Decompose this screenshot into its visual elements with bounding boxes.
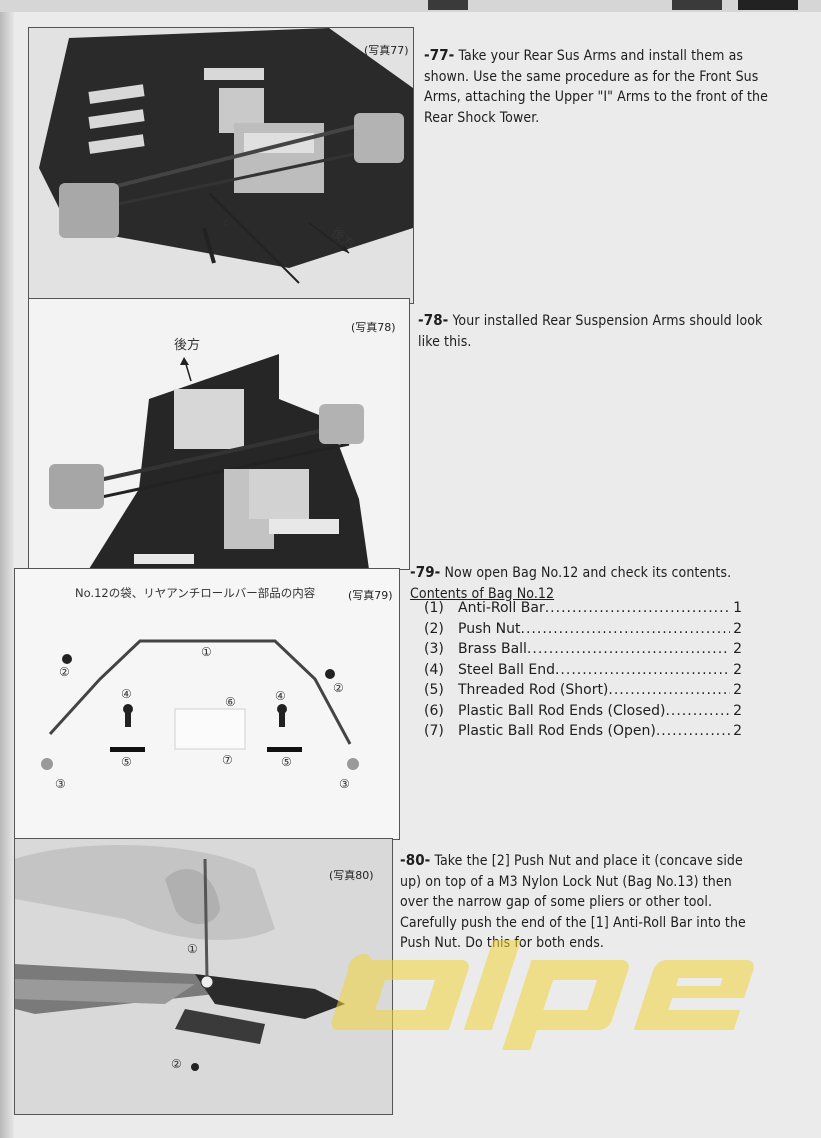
part-label: ⑦ bbox=[222, 753, 233, 767]
photo-80: (写真80) ① ② bbox=[14, 838, 393, 1115]
part-label: ① bbox=[201, 645, 212, 659]
direction-label: 後方 bbox=[174, 338, 201, 353]
part-label: ④ bbox=[275, 689, 286, 703]
chassis-illustration-77 bbox=[39, 28, 413, 284]
step-number: -79- bbox=[410, 563, 441, 581]
parts-illustration-79 bbox=[41, 639, 359, 770]
part-label: ② bbox=[171, 1057, 182, 1071]
part-label: ② bbox=[333, 681, 344, 695]
top-tab bbox=[672, 0, 722, 10]
photo-78: (写真78) 後方 bbox=[28, 298, 410, 570]
step-text: Take the [2] Push Nut and place it (conc… bbox=[400, 853, 746, 951]
mark-label: c bbox=[223, 218, 229, 229]
photo-tag: (写真79) bbox=[348, 589, 393, 602]
step-number: -80- bbox=[400, 851, 431, 869]
contents-list: (1)Anti-Roll Bar........................… bbox=[424, 598, 742, 742]
photo-79: No.12の袋、リヤアンチロールバー部品の内容 (写真79) ① ② ② ④ ④… bbox=[14, 568, 400, 840]
photo-caption: No.12の袋、リヤアンチロールバー部品の内容 bbox=[75, 586, 316, 600]
top-tab bbox=[428, 0, 468, 10]
part-label: ⑤ bbox=[281, 755, 292, 769]
step-text: Now open Bag No.12 and check its content… bbox=[444, 565, 732, 581]
step-80: -80- Take the [2] Push Nut and place it … bbox=[400, 850, 748, 954]
photo-tag: (写真77) bbox=[364, 44, 409, 57]
part-label: ④ bbox=[121, 687, 132, 701]
step-text: Take your Rear Sus Arms and install them… bbox=[424, 48, 768, 126]
chassis-illustration-78 bbox=[49, 354, 369, 569]
pliers-illustration-80 bbox=[15, 845, 345, 1071]
photo-tag: (写真80) bbox=[329, 869, 374, 882]
part-label: ② bbox=[59, 665, 70, 679]
step-78: -78- Your installed Rear Suspension Arms… bbox=[418, 310, 768, 352]
list-item: (4)Steel Ball End.......................… bbox=[424, 661, 742, 678]
top-strip bbox=[0, 0, 821, 12]
part-label: ⑤ bbox=[121, 755, 132, 769]
list-item: (2)Push Nut.............................… bbox=[424, 620, 742, 637]
step-number: -78- bbox=[418, 311, 449, 329]
part-label: ① bbox=[187, 942, 198, 956]
part-label: ③ bbox=[339, 777, 350, 791]
list-item: (5)Threaded Rod (Short).................… bbox=[424, 682, 742, 698]
step-77: -77- Take your Rear Sus Arms and install… bbox=[424, 45, 769, 128]
step-79: -79- Now open Bag No.12 and check its co… bbox=[410, 562, 755, 604]
top-tab bbox=[738, 0, 798, 10]
list-item: (3)Brass Ball...........................… bbox=[424, 641, 742, 657]
step-text: Your installed Rear Suspension Arms shou… bbox=[418, 313, 763, 350]
part-label: ⑥ bbox=[225, 695, 236, 709]
list-item: (6)Plastic Ball Rod Ends (Closed).......… bbox=[424, 702, 742, 719]
photo-tag: (写真78) bbox=[351, 321, 396, 334]
list-item: (7)Plastic Ball Rod Ends (Open).........… bbox=[424, 723, 742, 739]
photo-77: (写真77) 後方 c bbox=[28, 27, 414, 304]
page-edge bbox=[0, 0, 14, 1138]
contents-heading: Contents of Bag No.12 bbox=[410, 585, 555, 602]
step-number: -77- bbox=[424, 46, 455, 64]
part-label: ③ bbox=[55, 777, 66, 791]
watermark-logo bbox=[331, 940, 754, 1050]
list-item: (1)Anti-Roll Bar........................… bbox=[424, 600, 742, 616]
